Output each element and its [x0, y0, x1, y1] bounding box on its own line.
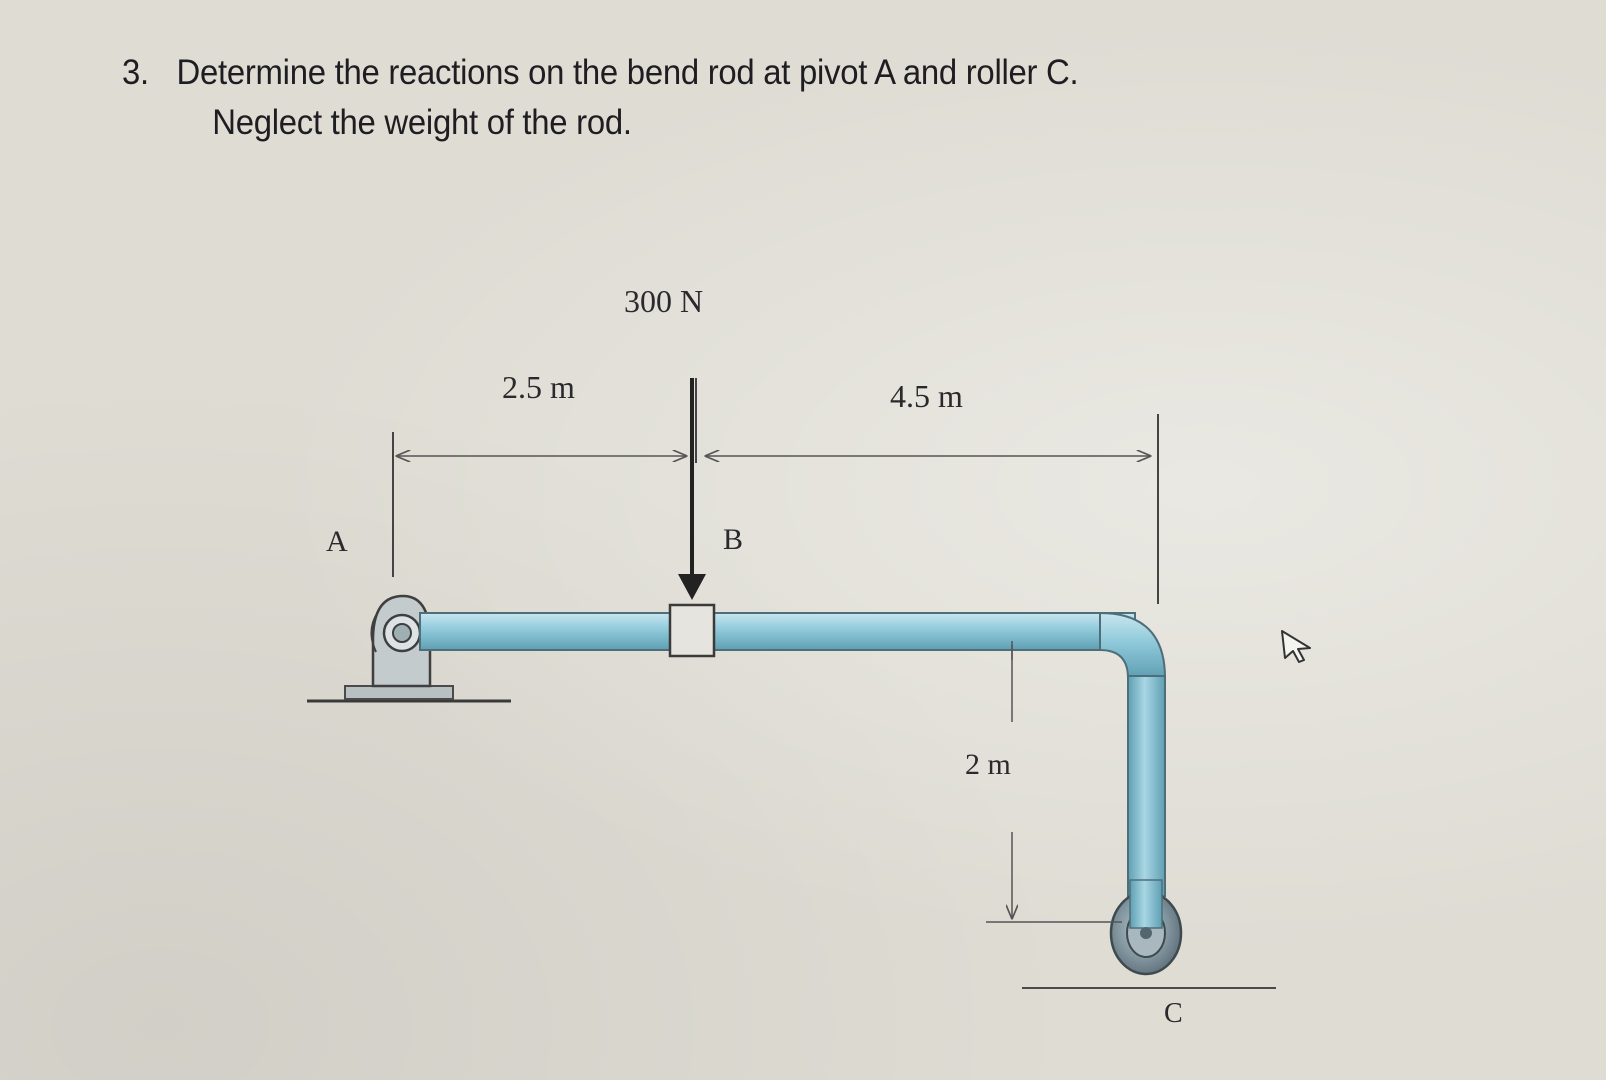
- rod-horizontal: [419, 612, 1136, 651]
- pivot-base-plate: [344, 685, 454, 700]
- dimension-label-2-5m: 2.5 m: [502, 369, 575, 405]
- roller-c: [1109, 879, 1183, 976]
- problem-statement: 3. Determine the reactions on the bend ro…: [122, 48, 1156, 148]
- force-arrow-head: [678, 574, 706, 600]
- problem-text-line-1: Determine the reactions on the bend rod …: [176, 53, 1079, 92]
- collar-b: [668, 603, 716, 658]
- dimension-label-4-5m: 4.5 m: [890, 378, 963, 414]
- mouse-cursor-icon: [1281, 630, 1311, 663]
- point-a-label: A: [326, 525, 348, 558]
- dimension-label-2m: 2 m: [965, 748, 1011, 781]
- rod-bend: [1099, 611, 1167, 679]
- point-c-label: C: [1164, 998, 1183, 1029]
- rod-vertical: [1127, 675, 1166, 897]
- pivot-a-bracket: [370, 594, 432, 688]
- problem-number: 3.: [122, 53, 149, 92]
- problem-text-line-2: Neglect the weight of the rod.: [212, 103, 632, 142]
- force-label: 300 N: [624, 283, 703, 319]
- point-b-label: B: [723, 523, 743, 556]
- problem-line-1: 3. Determine the reactions on the bend ro…: [122, 48, 1156, 98]
